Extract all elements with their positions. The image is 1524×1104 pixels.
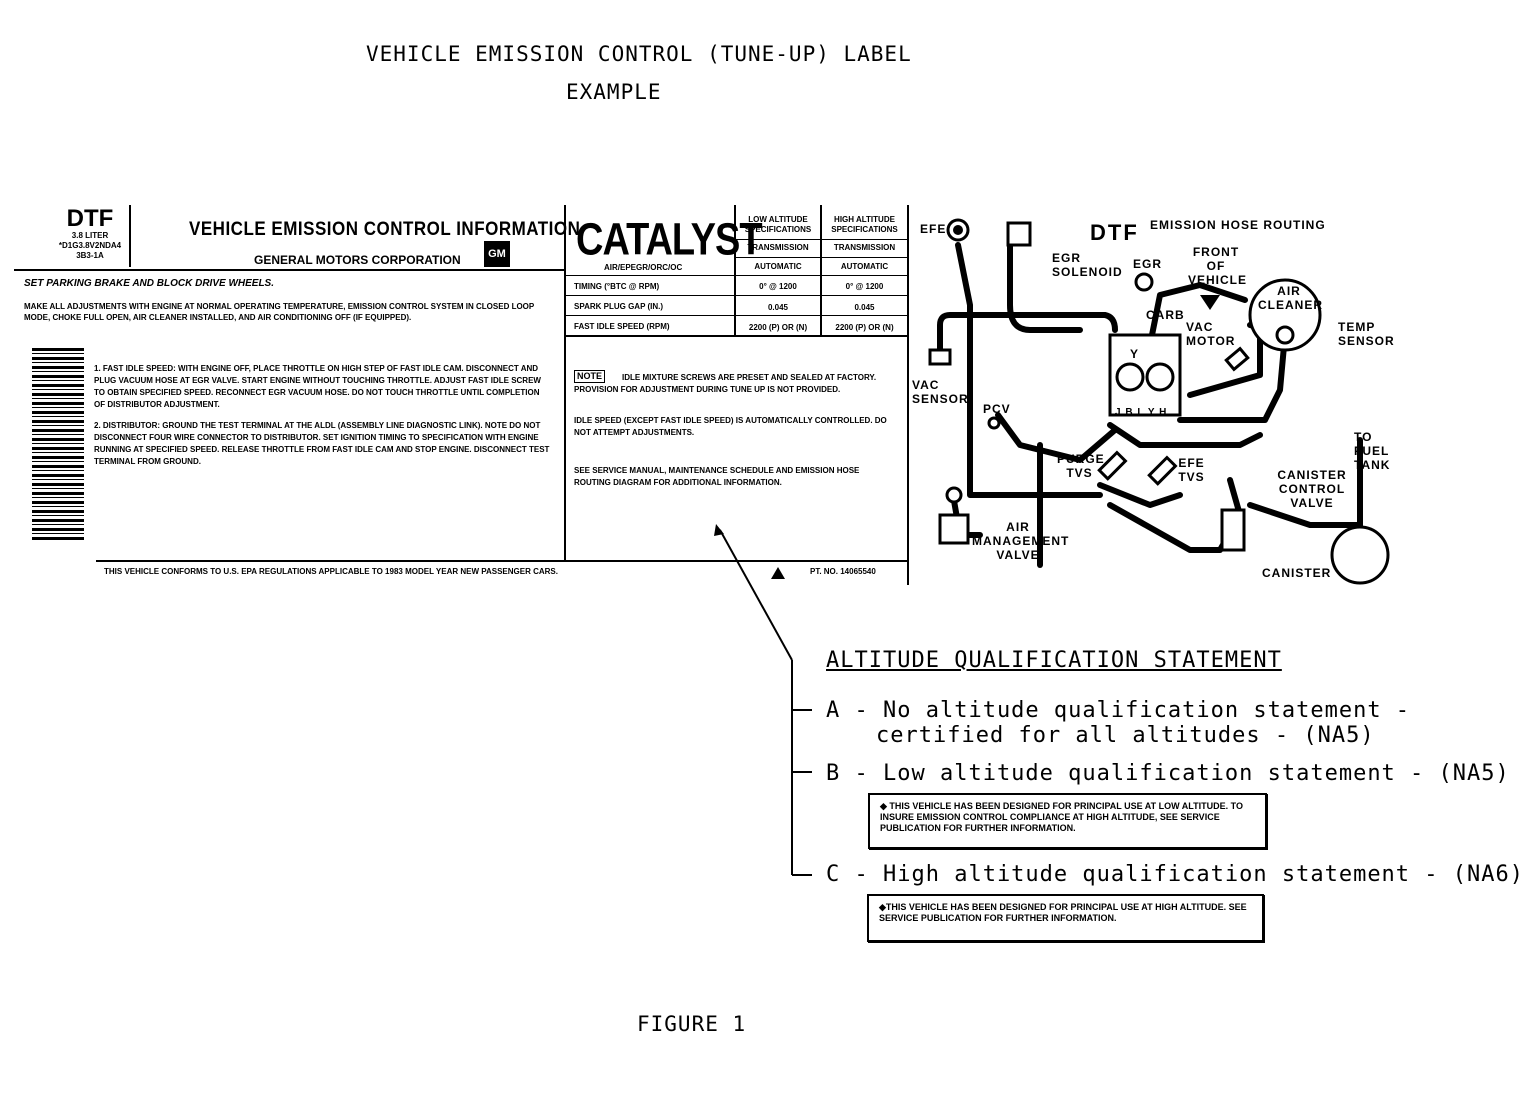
temp-sensor [1275, 325, 1295, 345]
divider [820, 205, 822, 335]
efe-tvs-label: EFE TVS [1178, 456, 1205, 484]
triangle-icon [771, 567, 785, 579]
air-management-label: AIR MANAGEMENT VALVE [972, 520, 1070, 562]
air-cleaner [1248, 278, 1322, 352]
canister-label: CANISTER [1262, 566, 1332, 580]
spec-head-high: HIGH ALTITUDE SPECIFICATIONS [831, 215, 898, 234]
vac-sensor-label: VAC SENSOR [912, 378, 969, 406]
engine-code-block: DTF 3.8 LITER *D1G3.8V2NDA4 3B3-1A [50, 207, 130, 261]
vac-motor-label: VAC MOTOR [1186, 320, 1236, 348]
catalyst-text: CATALYST [576, 215, 763, 266]
emission-label: DTF 3.8 LITER *D1G3.8V2NDA4 3B3-1A VEHIC… [14, 205, 909, 585]
figure-caption: FIGURE 1 [637, 1012, 747, 1036]
spec-row-high: 0.045 [854, 303, 875, 312]
front-arrow-icon [1200, 295, 1220, 310]
spec-row-name: SPARK PLUG GAP (IN.) [574, 302, 664, 311]
spec-row-low: 0.045 [767, 303, 789, 312]
gm-logo: GM [484, 241, 510, 267]
altitude-c-statement: ◆THIS VEHICLE HAS BEEN DESIGNED FOR PRIN… [867, 894, 1264, 942]
barcode [32, 348, 84, 541]
divider [907, 205, 909, 585]
carb-ports: J B L Y H [1115, 407, 1168, 418]
hose-routing-diagram [928, 218, 1390, 585]
label-maker: GENERAL MOTORS CORPORATION [254, 253, 461, 267]
carb-label: CARB [1146, 308, 1185, 322]
callout-lines [714, 524, 812, 876]
engine-family: *D1G3.8V2NDA4 [58, 241, 122, 250]
spec-row-low: 2200 (P) OR (N) [748, 323, 808, 332]
efe-label: EFE [920, 222, 947, 236]
spec-row-high: 0° @ 1200 [845, 282, 884, 291]
spec-row-name: TIMING (°BTC @ RPM) [574, 282, 660, 291]
efe-tvs [1147, 455, 1178, 486]
fuel-tank-label: TO FUEL TANK [1354, 430, 1391, 472]
divider [14, 269, 564, 271]
front-label: FRONT OF VEHICLE [1188, 245, 1248, 287]
engine-size: 3.8 LITER [71, 231, 109, 240]
arrow-head-icon [714, 524, 724, 536]
hose-title: EMISSION HOSE ROUTING [1150, 218, 1326, 232]
canister-control-label: CANISTER CONTROL VALVE [1277, 468, 1347, 510]
egr-label: EGR [1133, 257, 1163, 271]
altitude-heading: ALTITUDE QUALIFICATION STATEMENT [826, 648, 1282, 673]
altitude-b: B - Low altitude qualification statement… [826, 761, 1510, 786]
divider [734, 239, 909, 240]
note-3: SEE SERVICE MANUAL, MAINTENANCE SCHEDULE… [574, 466, 860, 487]
part-number: PT. NO. 14065540 [810, 567, 876, 576]
trans-low: TRANSMISSION [747, 243, 809, 252]
step-2: 2. DISTRIBUTOR: GROUND THE TEST TERMINAL… [94, 421, 550, 466]
altitude-b-statement: ◆ THIS VEHICLE HAS BEEN DESIGNED FOR PRI… [868, 793, 1267, 849]
egr-solenoid [1006, 221, 1032, 247]
note-2: IDLE SPEED (EXCEPT FAST IDLE SPEED) IS A… [574, 416, 887, 437]
spec-row-low: 0° @ 1200 [759, 282, 797, 291]
divider [564, 205, 566, 562]
vac-motor [1224, 346, 1250, 372]
divider [566, 275, 909, 276]
warning-text: SET PARKING BRAKE AND BLOCK DRIVE WHEELS… [24, 278, 275, 289]
hose-code: DTF [1090, 220, 1139, 245]
conformance-text: THIS VEHICLE CONFORMS TO U.S. EPA REGULA… [104, 567, 558, 576]
spec-row-name: FAST IDLE SPEED (RPM) [574, 322, 670, 331]
canister-control-valve [1220, 508, 1246, 552]
page-subtitle: EXAMPLE [566, 80, 662, 104]
auto-low: AUTOMATIC [754, 262, 802, 271]
adjust-instructions: MAKE ALL ADJUSTMENTS WITH ENGINE AT NORM… [24, 302, 535, 322]
note-1: IDLE MIXTURE SCREWS ARE PRESET AND SEALE… [574, 373, 877, 394]
purge-tvs [1097, 450, 1128, 481]
spec-head-low: LOW ALTITUDE SPECIFICATIONS [744, 215, 812, 234]
auto-high: AUTOMATIC [840, 262, 889, 271]
egr-valve [1134, 272, 1154, 292]
divider [734, 257, 909, 258]
pcv-label: PCV [983, 402, 1011, 416]
air-management-valve [938, 513, 970, 545]
emission-systems: AIR/EPEGR/ORC/OC [604, 263, 683, 272]
carb-y: Y [1130, 347, 1140, 361]
egr-solenoid-label: EGR SOLENOID [1052, 251, 1123, 279]
altitude-a-line2: certified for all altitudes - (NA5) [876, 723, 1375, 748]
purge-tvs-label: PURGE TVS [1057, 452, 1105, 480]
divider [96, 560, 908, 562]
spec-row-high: 2200 (P) OR (N) [835, 323, 894, 332]
divider [566, 315, 909, 316]
divider [566, 335, 909, 337]
temp-sensor-label: TEMP SENSOR [1338, 320, 1395, 348]
altitude-c: C - High altitude qualification statemen… [826, 862, 1524, 887]
label-title: VEHICLE EMISSION CONTROL INFORMATION [189, 217, 581, 240]
vac-sensor [928, 348, 952, 366]
pcv-valve [987, 416, 1001, 430]
note-tag: NOTE [574, 370, 606, 383]
air-cleaner-label: AIR CLEANER [1258, 284, 1324, 312]
engine-code: DTF [66, 205, 114, 232]
page-title: VEHICLE EMISSION CONTROL (TUNE-UP) LABEL [366, 42, 912, 66]
divider [734, 205, 736, 335]
divider [129, 205, 131, 267]
trans-high: TRANSMISSION [833, 243, 896, 252]
divider [566, 295, 909, 296]
step-1: 1. FAST IDLE SPEED: WITH ENGINE OFF, PLA… [94, 364, 541, 409]
altitude-a-line1: A - No altitude qualification statement … [826, 698, 1411, 723]
canister [1330, 525, 1390, 585]
engine-subcode: 3B3-1A [76, 251, 104, 260]
